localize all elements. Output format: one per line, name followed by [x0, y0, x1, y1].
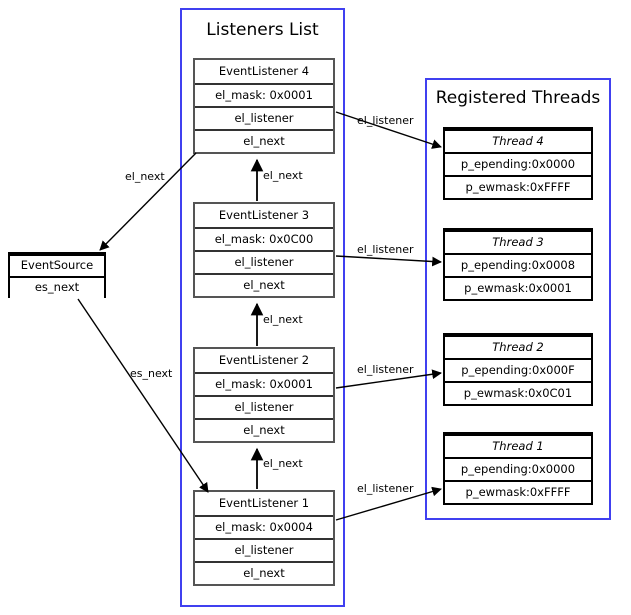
thread-3-epending: p_epending:0x0008 [445, 253, 591, 276]
edge-label-el1-el2: el_next [263, 457, 303, 470]
event-listener-3-next: el_next [195, 273, 333, 296]
edge-label-el4-eventsource: el_next [125, 170, 165, 183]
listeners-list-title: Listeners List [206, 20, 319, 40]
event-listener-1-listener: el_listener [195, 538, 333, 561]
event-listener-2-struct: EventListener 2 el_mask: 0x0001 el_liste… [193, 347, 335, 443]
registered-threads-title: Registered Threads [435, 88, 601, 108]
thread-2-epending: p_epending:0x000F [445, 358, 591, 381]
thread-4-struct: Thread 4 p_epending:0x0000 p_ewmask:0xFF… [443, 127, 593, 200]
thread-4-ewmask: p_ewmask:0xFFFF [445, 175, 591, 198]
event-listener-3-listener: el_listener [195, 250, 333, 273]
thread-2-ewmask: p_ewmask:0x0C01 [445, 381, 591, 404]
event-listener-2-mask: el_mask: 0x0001 [195, 372, 333, 395]
thread-3-ewmask: p_ewmask:0x0001 [445, 276, 591, 299]
event-listener-3-name: EventListener 3 [195, 204, 333, 227]
thread-4-epending: p_epending:0x0000 [445, 152, 591, 175]
edge-label-el3-el4: el_next [263, 169, 303, 182]
event-source-struct: EventSource es_next [8, 252, 106, 298]
event-listener-1-next: el_next [195, 561, 333, 584]
event-listener-4-struct: EventListener 4 el_mask: 0x0001 el_liste… [193, 58, 335, 154]
thread-3-name: Thread 3 [445, 230, 591, 253]
event-source-name: EventSource [10, 254, 104, 276]
thread-1-ewmask: p_ewmask:0xFFFF [445, 480, 591, 503]
event-listener-2-next: el_next [195, 418, 333, 441]
event-listener-4-name: EventListener 4 [195, 60, 333, 83]
edge-label-el4-thread4: el_listener [357, 114, 414, 127]
registered-threads-group [425, 78, 611, 520]
thread-3-struct: Thread 3 p_epending:0x0008 p_ewmask:0x00… [443, 228, 593, 301]
event-listener-1-name: EventListener 1 [195, 492, 333, 515]
thread-1-name: Thread 1 [445, 434, 591, 457]
event-listener-4-listener: el_listener [195, 106, 333, 129]
edge-label-el2-thread2: el_listener [357, 363, 414, 376]
thread-1-epending: p_epending:0x0000 [445, 457, 591, 480]
edge-label-eventsource-el1: es_next [130, 367, 173, 380]
event-listener-1-struct: EventListener 1 el_mask: 0x0004 el_liste… [193, 490, 335, 586]
event-listener-4-mask: el_mask: 0x0001 [195, 83, 333, 106]
thread-2-struct: Thread 2 p_epending:0x000F p_ewmask:0x0C… [443, 333, 593, 406]
edge-label-el1-thread1: el_listener [357, 482, 414, 495]
edge-label-el2-el3: el_next [263, 313, 303, 326]
event-source-es-next: es_next [10, 276, 104, 298]
edge-label-el3-thread3: el_listener [357, 243, 414, 256]
event-listener-3-mask: el_mask: 0x0C00 [195, 227, 333, 250]
event-listener-2-listener: el_listener [195, 395, 333, 418]
event-listener-2-name: EventListener 2 [195, 349, 333, 372]
event-listener-4-next: el_next [195, 129, 333, 152]
event-listener-3-struct: EventListener 3 el_mask: 0x0C00 el_liste… [193, 202, 335, 298]
thread-2-name: Thread 2 [445, 335, 591, 358]
thread-1-struct: Thread 1 p_epending:0x0000 p_ewmask:0xFF… [443, 432, 593, 505]
event-listener-1-mask: el_mask: 0x0004 [195, 515, 333, 538]
thread-4-name: Thread 4 [445, 129, 591, 152]
